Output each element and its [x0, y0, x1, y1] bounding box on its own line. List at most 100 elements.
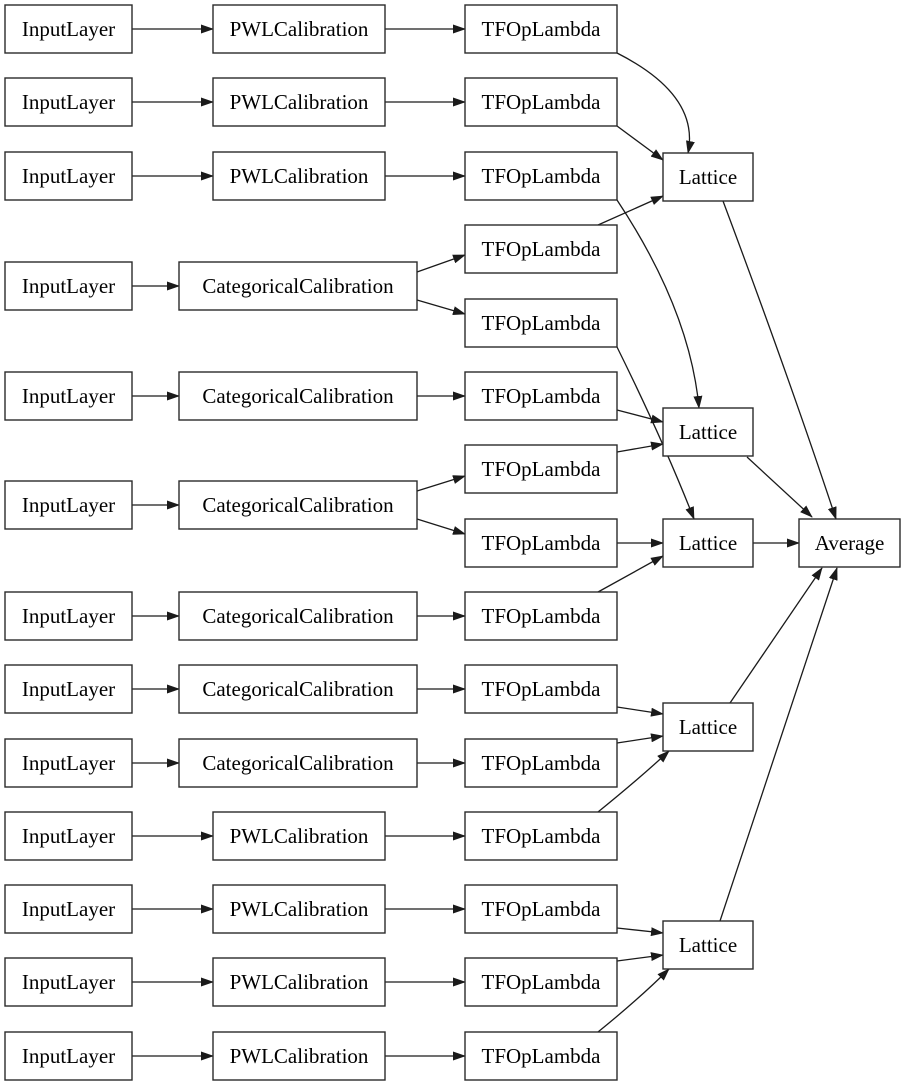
- node-label-input1: InputLayer: [22, 17, 115, 41]
- edge-cal6-to-tfop6a: [416, 475, 466, 492]
- node-box-tfop10: [464, 811, 618, 861]
- edge-tfop9-to-lattice4: [616, 733, 664, 744]
- node-box-tfop5: [464, 371, 618, 421]
- node-lattice1: Lattice: [662, 152, 754, 202]
- node-box-tfop3: [464, 151, 618, 201]
- node-input13: InputLayer: [4, 1031, 133, 1081]
- node-box-tfop9: [464, 738, 618, 788]
- node-label-cal10: PWLCalibration: [230, 824, 369, 848]
- node-box-average: [798, 518, 901, 568]
- edge-tfop7-to-lattice3: [597, 555, 664, 593]
- node-label-cal5: CategoricalCalibration: [202, 384, 394, 408]
- node-box-cal7: [178, 591, 418, 641]
- node-input1: InputLayer: [4, 4, 133, 54]
- node-box-input8: [4, 664, 133, 714]
- edge-lattice5-to-average: [719, 567, 838, 922]
- node-box-input13: [4, 1031, 133, 1081]
- node-box-lattice3: [662, 518, 754, 568]
- node-label-tfop8: TFOpLambda: [482, 677, 602, 701]
- node-input6: InputLayer: [4, 480, 133, 530]
- node-input12: InputLayer: [4, 957, 133, 1007]
- node-cal13: PWLCalibration: [212, 1031, 386, 1081]
- node-label-lattice2: Lattice: [679, 420, 737, 444]
- node-box-cal5: [178, 371, 418, 421]
- node-cal12: PWLCalibration: [212, 957, 386, 1007]
- node-tfop4b: TFOpLambda: [464, 298, 618, 348]
- node-lattice4: Lattice: [662, 702, 754, 752]
- node-label-input10: InputLayer: [22, 824, 115, 848]
- node-tfop2: TFOpLambda: [464, 77, 618, 127]
- node-tfop8: TFOpLambda: [464, 664, 618, 714]
- node-label-tfop3: TFOpLambda: [482, 164, 602, 188]
- node-label-tfop11: TFOpLambda: [482, 897, 602, 921]
- node-input7: InputLayer: [4, 591, 133, 641]
- node-box-tfop4a: [464, 224, 618, 274]
- edge-tfop10-to-lattice4: [597, 750, 670, 813]
- node-box-tfop2: [464, 77, 618, 127]
- node-label-tfop4b: TFOpLambda: [482, 311, 602, 335]
- node-label-tfop4a: TFOpLambda: [482, 237, 602, 261]
- edge-cal4-to-tfop4a: [416, 254, 466, 273]
- node-box-input12: [4, 957, 133, 1007]
- node-box-tfop6a: [464, 444, 618, 494]
- node-label-input11: InputLayer: [22, 897, 115, 921]
- node-label-tfop1: TFOpLambda: [482, 17, 602, 41]
- node-label-lattice5: Lattice: [679, 933, 737, 957]
- node-box-cal10: [212, 811, 386, 861]
- node-average: Average: [798, 518, 901, 568]
- node-box-tfop12: [464, 957, 618, 1007]
- node-label-input12: InputLayer: [22, 970, 115, 994]
- node-input8: InputLayer: [4, 664, 133, 714]
- node-box-tfop4b: [464, 298, 618, 348]
- node-label-cal4: CategoricalCalibration: [202, 274, 394, 298]
- node-box-input10: [4, 811, 133, 861]
- node-label-tfop6b: TFOpLambda: [482, 531, 602, 555]
- node-tfop6b: TFOpLambda: [464, 518, 618, 568]
- edge-tfop6a-to-lattice2: [616, 441, 664, 453]
- node-label-input3: InputLayer: [22, 164, 115, 188]
- edge-tfop4b-to-lattice3: [616, 346, 695, 520]
- node-box-cal2: [212, 77, 386, 127]
- node-label-cal7: CategoricalCalibration: [202, 604, 394, 628]
- node-label-cal12: PWLCalibration: [230, 970, 369, 994]
- node-input10: InputLayer: [4, 811, 133, 861]
- node-label-average: Average: [815, 531, 885, 555]
- node-box-lattice1: [662, 152, 754, 202]
- node-box-tfop13: [464, 1031, 618, 1081]
- node-box-lattice4: [662, 702, 754, 752]
- node-cal10: PWLCalibration: [212, 811, 386, 861]
- node-tfop5: TFOpLambda: [464, 371, 618, 421]
- node-tfop6a: TFOpLambda: [464, 444, 618, 494]
- node-label-cal3: PWLCalibration: [230, 164, 369, 188]
- node-box-input7: [4, 591, 133, 641]
- node-box-tfop7: [464, 591, 618, 641]
- node-label-cal6: CategoricalCalibration: [202, 493, 394, 517]
- edge-tfop11-to-lattice5: [616, 927, 664, 937]
- edge-tfop2-to-lattice1: [616, 125, 664, 161]
- node-cal5: CategoricalCalibration: [178, 371, 418, 421]
- node-box-input5: [4, 371, 133, 421]
- node-tfop1: TFOpLambda: [464, 4, 618, 54]
- node-label-tfop9: TFOpLambda: [482, 751, 602, 775]
- node-input4: InputLayer: [4, 261, 133, 311]
- node-cal9: CategoricalCalibration: [178, 738, 418, 788]
- node-box-cal4: [178, 261, 418, 311]
- edge-tfop5-to-lattice2: [616, 409, 664, 424]
- node-box-cal8: [178, 664, 418, 714]
- node-cal3: PWLCalibration: [212, 151, 386, 201]
- node-label-cal13: PWLCalibration: [230, 1044, 369, 1068]
- node-label-cal9: CategoricalCalibration: [202, 751, 394, 775]
- node-cal2: PWLCalibration: [212, 77, 386, 127]
- node-box-tfop8: [464, 664, 618, 714]
- node-box-tfop11: [464, 884, 618, 934]
- node-box-input2: [4, 77, 133, 127]
- node-cal8: CategoricalCalibration: [178, 664, 418, 714]
- node-label-input2: InputLayer: [22, 90, 115, 114]
- node-label-tfop12: TFOpLambda: [482, 970, 602, 994]
- node-cal6: CategoricalCalibration: [178, 480, 418, 530]
- node-box-cal3: [212, 151, 386, 201]
- node-box-cal13: [212, 1031, 386, 1081]
- node-box-input9: [4, 738, 133, 788]
- node-lattice2: Lattice: [662, 407, 754, 457]
